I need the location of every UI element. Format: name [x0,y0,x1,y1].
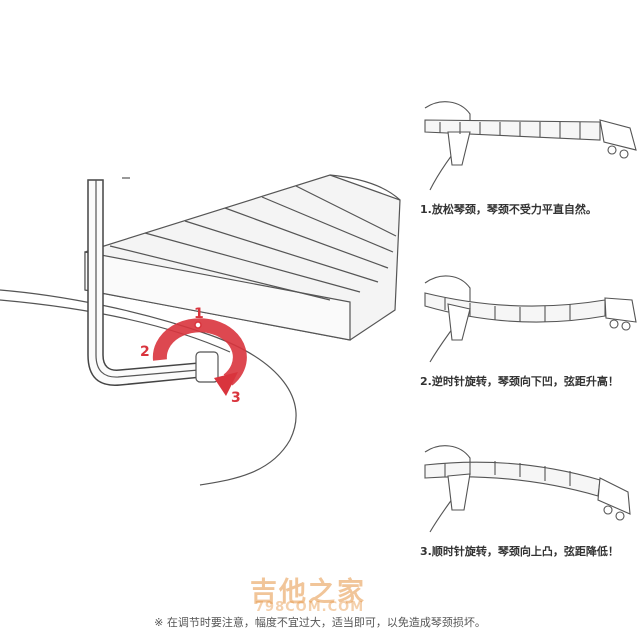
neck-convex [424,445,631,533]
rotation-label-3: 3 [231,390,241,406]
watermark-logo: 吉他之家 [250,577,366,608]
headstock [597,477,631,515]
fretboard-front [84,251,351,341]
watermark-site: 798COM.COM [255,600,365,615]
tuner [615,511,625,521]
neck-heel [447,131,471,166]
fret [184,220,379,283]
tuner [609,319,619,329]
neck-body [424,119,601,141]
headstock [599,119,637,151]
tuner [603,505,613,515]
fret [224,207,389,269]
rotation-label-2: 2 [140,344,150,360]
truss-rod-nut [195,351,219,383]
step-2-caption: 2.逆时针旋转，琴颈向下凹，弦距升高！ [420,375,619,388]
tuner [619,149,629,159]
step-3-caption: 3.顺时针旋转，琴颈向上凸，弦距降低！ [420,545,619,558]
rotation-label-1: 1 [194,306,204,322]
soundhole-edge [0,299,231,353]
hex-key-edge [95,180,211,378]
main-illustration [0,174,401,486]
fret [109,245,331,301]
fret [261,196,394,253]
tuner [621,321,631,331]
neck-heel [447,303,471,341]
neck-flat [424,101,637,191]
neck-top-edge [329,174,401,201]
fret [144,232,361,293]
footer-note: ※ 在调节时要注意，幅度不宜过大，适当即可，以免造成琴颈损坏。 [154,616,486,629]
fret [295,185,397,237]
rotation-arrow: 1 2 3 [140,306,247,406]
tuner [607,145,617,155]
rotation-arrow-ring [152,318,247,386]
step-1-caption: 1.放松琴颈，琴颈不受力平直自然。 [420,203,597,216]
rotation-arrow-head [214,372,238,396]
headstock [604,297,637,323]
neck-concave [424,275,637,363]
neck-heel [447,473,471,511]
rotation-center [194,321,202,329]
